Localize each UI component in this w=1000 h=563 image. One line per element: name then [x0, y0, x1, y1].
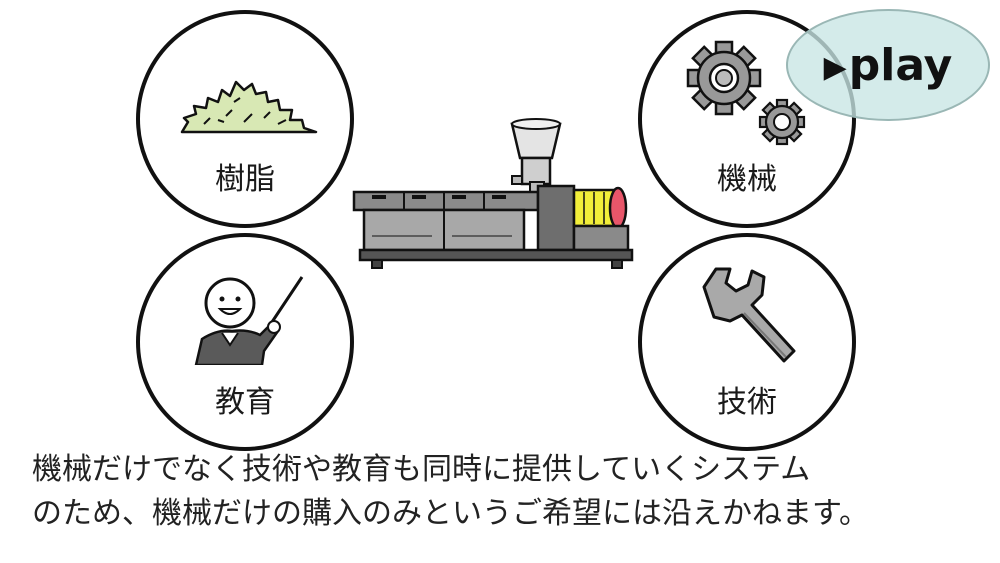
caption: 機械だけでなく技術や教育も同時に提供していくシステム のため、機械だけの購入のみ…	[32, 448, 982, 536]
resin-pile-icon	[180, 80, 318, 134]
play-triangle-icon: ▶	[823, 49, 847, 85]
resin-label: 樹脂	[215, 162, 275, 197]
caption-line-2: のため、機械だけの購入のみというご希望には沿えかねます。	[32, 496, 869, 531]
play-label: play	[848, 39, 953, 91]
machine-label: 機械	[717, 162, 777, 197]
caption-line-1: 機械だけでなく技術や教育も同時に提供していくシステム	[32, 452, 811, 487]
teacher-pointer-icon	[194, 276, 304, 365]
technology-circle: 技術	[638, 233, 856, 451]
resin-circle: 樹脂	[136, 10, 354, 228]
play-button[interactable]: ▶ play	[786, 9, 990, 121]
technology-label: 技術	[717, 385, 777, 420]
education-circle: 教育	[136, 233, 354, 451]
extruder-machine-icon	[352, 118, 634, 269]
gears-icon	[686, 40, 806, 146]
education-label: 教育	[215, 385, 275, 420]
wrench-icon	[702, 267, 796, 363]
